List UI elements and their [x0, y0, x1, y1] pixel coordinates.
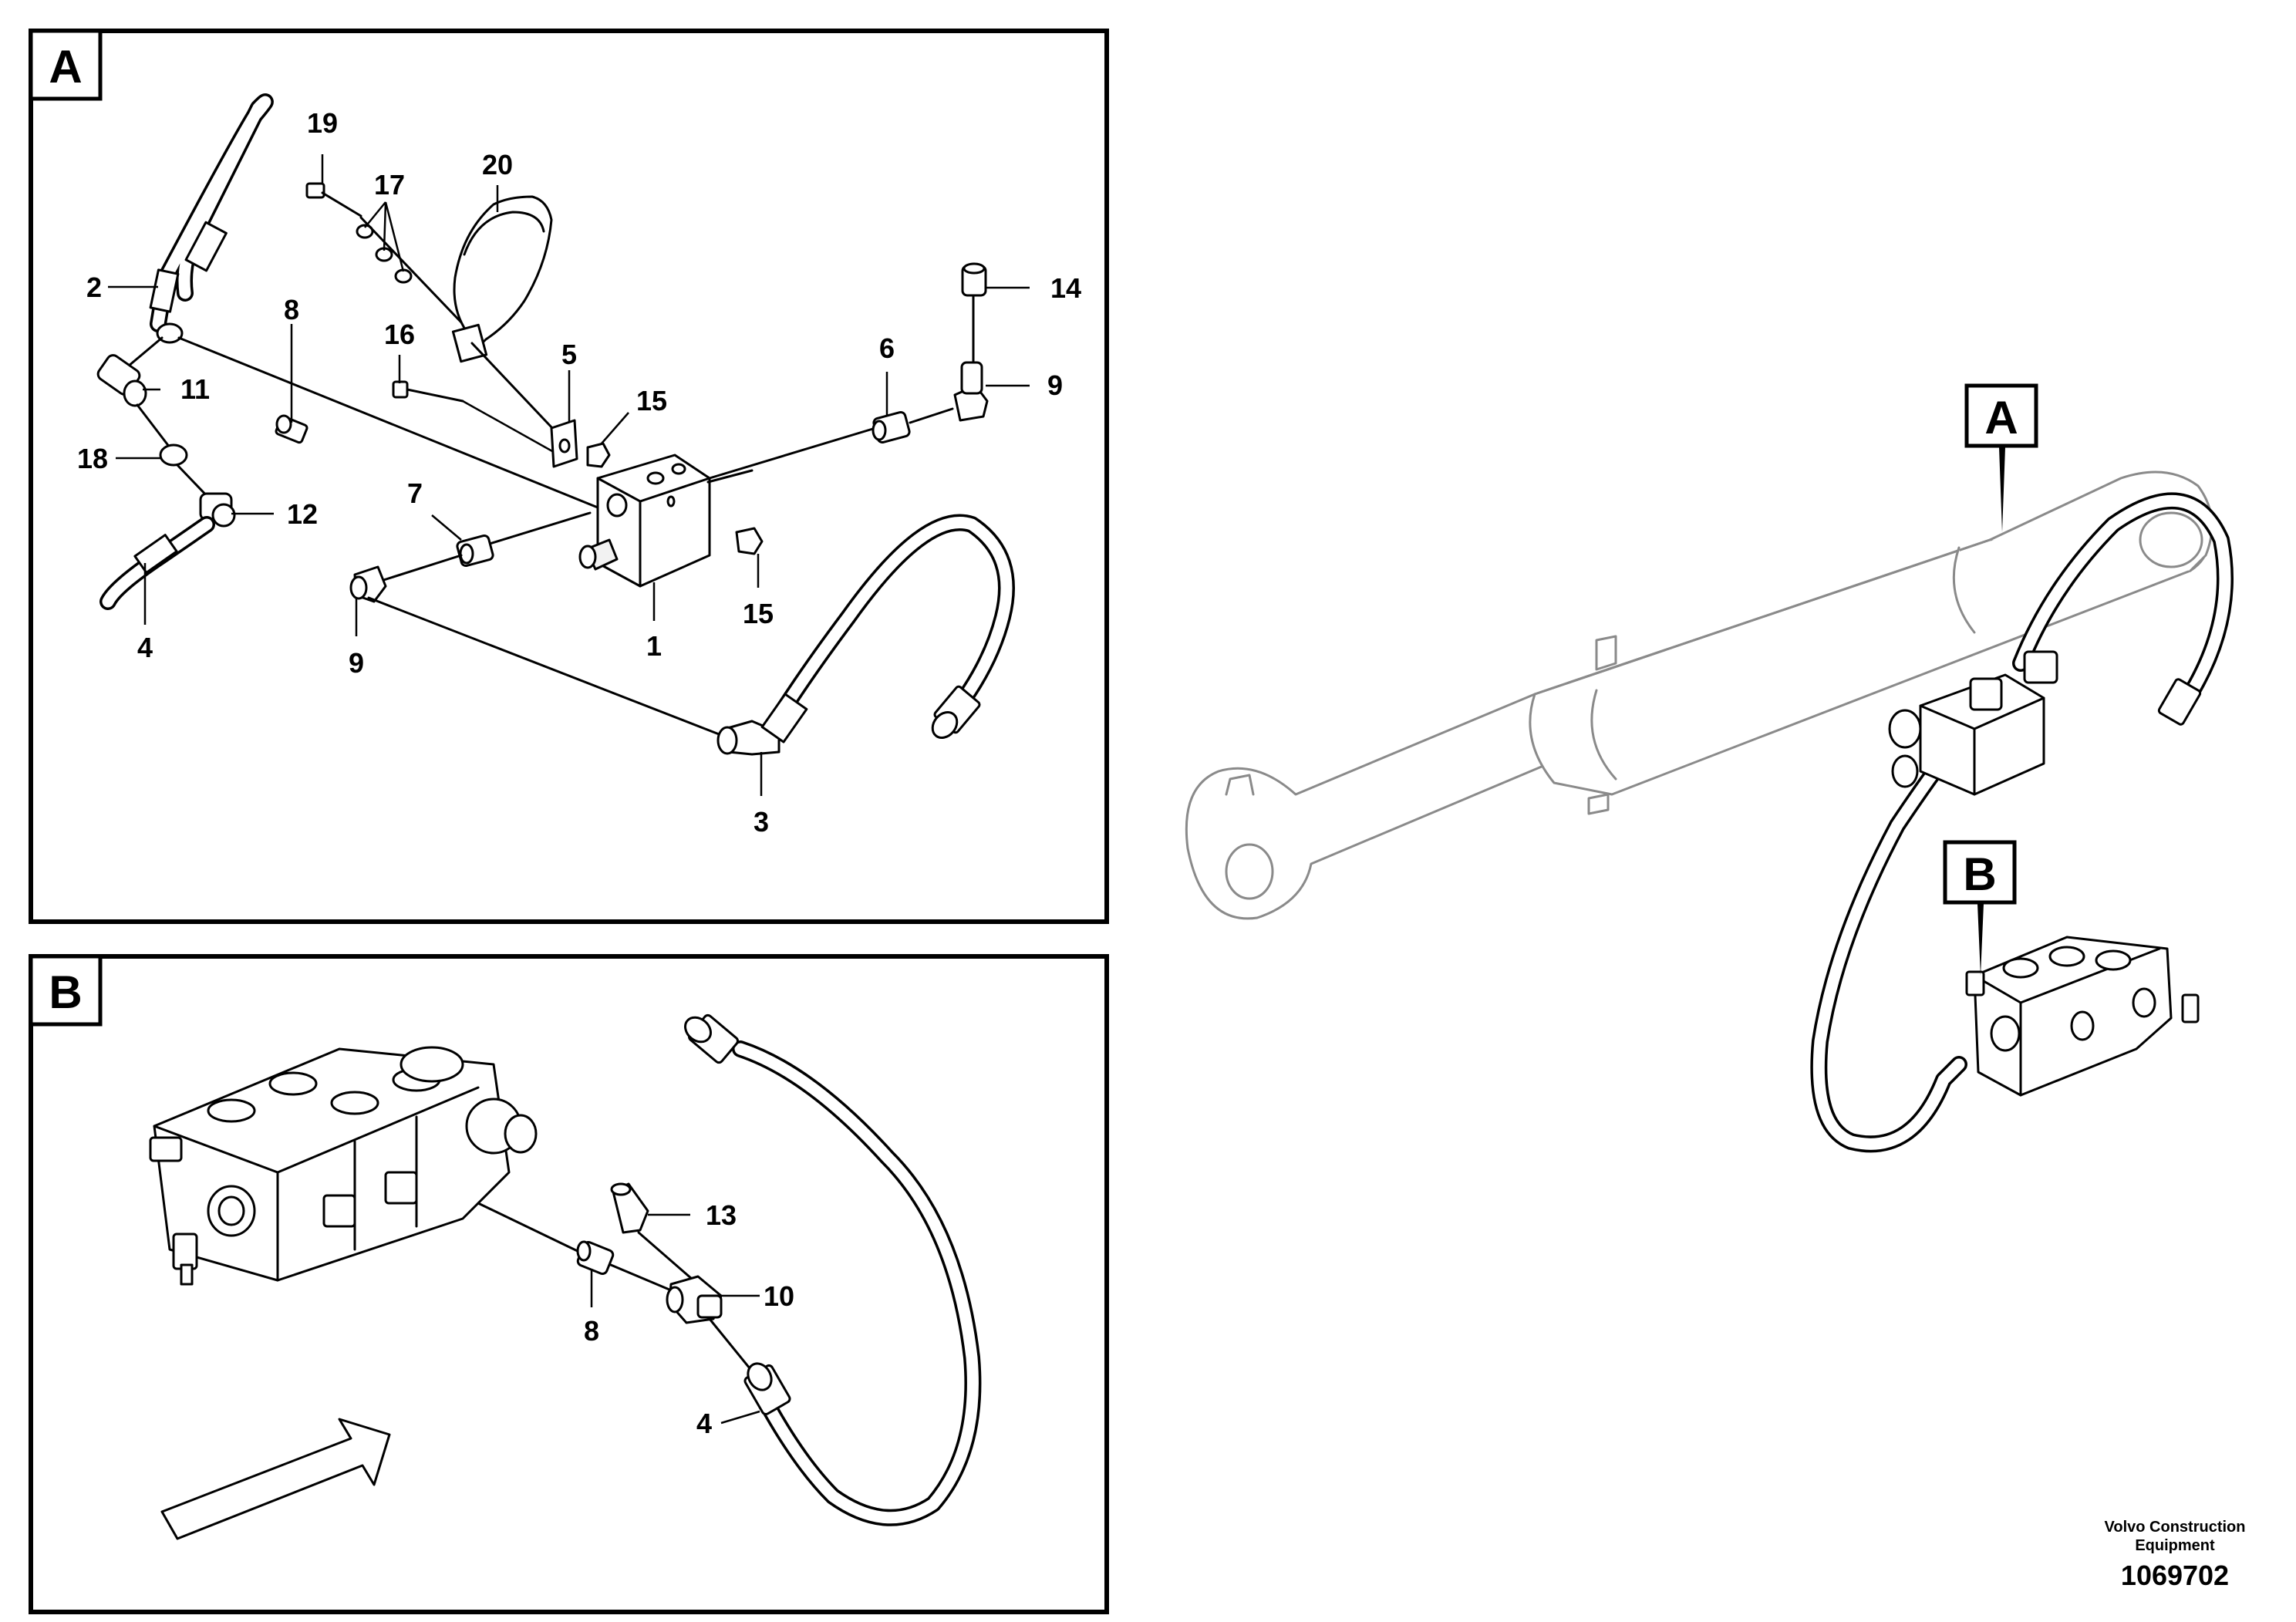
panel-a-badge	[29, 29, 103, 101]
footer-company: Volvo Construction	[2105, 1519, 2246, 1536]
callout-20: 20	[482, 149, 513, 180]
callout-8: 8	[284, 294, 299, 325]
callout-15-upper: 15	[636, 385, 667, 416]
panel-a: A	[29, 29, 1109, 924]
hose-2	[149, 93, 274, 344]
fitting-9-lower	[349, 565, 727, 738]
main-valve-block	[1888, 650, 2058, 796]
badge-a-pointer-icon	[1999, 447, 2005, 532]
callout-7: 7	[407, 477, 423, 509]
callout-9-lower: 9	[349, 647, 364, 679]
callout-1: 1	[646, 630, 662, 662]
callout-13: 13	[706, 1199, 737, 1231]
clamp-20	[451, 195, 568, 445]
nut-15-lower	[735, 527, 764, 555]
rod-lug	[1225, 774, 1255, 796]
rod-eye-hole	[1225, 843, 1274, 900]
callout-5: 5	[561, 339, 577, 370]
line-2-to-valve	[177, 336, 603, 511]
panel-a-frame	[29, 29, 1109, 924]
callout-12: 12	[287, 498, 318, 530]
valve-block-1	[578, 454, 754, 588]
fitting-13	[610, 1182, 700, 1286]
callout-2: 2	[86, 271, 102, 303]
leader-17	[364, 201, 405, 272]
main-control-valve	[1965, 936, 2200, 1097]
panel-b-frame	[29, 954, 1109, 1614]
callout-9-upper: 9	[1047, 369, 1063, 401]
callout-3: 3	[754, 806, 769, 838]
head-eye	[2139, 511, 2203, 568]
barrel-collar	[1590, 689, 1617, 781]
fitting-9-upper	[953, 361, 989, 422]
fitting-6	[872, 407, 954, 444]
panel-a-label: A	[49, 41, 82, 93]
washer-18	[136, 403, 188, 467]
line-valve-to-6	[708, 427, 877, 480]
callout-8-b: 8	[584, 1315, 599, 1347]
leader-7	[431, 514, 462, 541]
badge-b-pointer-icon	[1977, 904, 1984, 976]
callout-10: 10	[764, 1280, 794, 1312]
fitting-14	[961, 262, 987, 364]
callout-6: 6	[879, 332, 895, 364]
fitting-11	[96, 336, 164, 407]
main-badge-a: A	[1984, 392, 2018, 443]
fitting-7	[375, 511, 592, 584]
panel-b-label: B	[49, 966, 82, 1018]
footer: Volvo Construction Equipment 1069702	[2105, 1519, 2246, 1591]
hose-4-b	[684, 1013, 982, 1526]
direction-arrow-icon	[160, 1418, 391, 1540]
barrel-lug	[1595, 635, 1617, 671]
panel-b-badge	[29, 954, 103, 1027]
hose-3	[716, 514, 1015, 756]
main-badge-a-box	[1964, 383, 2038, 448]
callout-18: 18	[77, 443, 108, 474]
bracket-5	[550, 419, 578, 468]
main-badge-b: B	[1963, 848, 1996, 900]
main-badge-b-box	[1943, 840, 2017, 905]
main-hose	[1810, 492, 2234, 1153]
leader-15-upper	[601, 412, 629, 444]
line-valve-to-8	[477, 1202, 584, 1255]
barrel-band	[1952, 546, 1976, 634]
barrel-top-edge	[1533, 538, 1991, 696]
control-valve-b	[149, 1046, 538, 1286]
bolt-16	[392, 380, 560, 457]
callout-14: 14	[1050, 272, 1081, 304]
nut-15-upper	[586, 442, 611, 468]
main-view: A B	[1185, 383, 2234, 1153]
callout-4-b: 4	[696, 1408, 712, 1439]
callout-17: 17	[374, 169, 405, 201]
fitting-8	[275, 414, 308, 444]
fitting-12	[176, 464, 236, 528]
callout-15-lower: 15	[743, 598, 774, 629]
washers-17	[356, 216, 464, 325]
callout-4-a: 4	[137, 632, 153, 663]
bolt-19	[305, 182, 362, 218]
callout-19: 19	[307, 107, 338, 139]
leader-4-b	[720, 1410, 760, 1425]
panel-b: B	[29, 954, 1109, 1614]
callout-16: 16	[384, 319, 415, 350]
fitting-10	[666, 1275, 761, 1382]
drawing-number: 1069702	[2121, 1560, 2229, 1591]
hose-4-small	[99, 516, 215, 610]
callout-11: 11	[180, 373, 210, 405]
barrel-lug-lower	[1587, 793, 1610, 815]
footer-company-2: Equipment	[2135, 1537, 2215, 1554]
